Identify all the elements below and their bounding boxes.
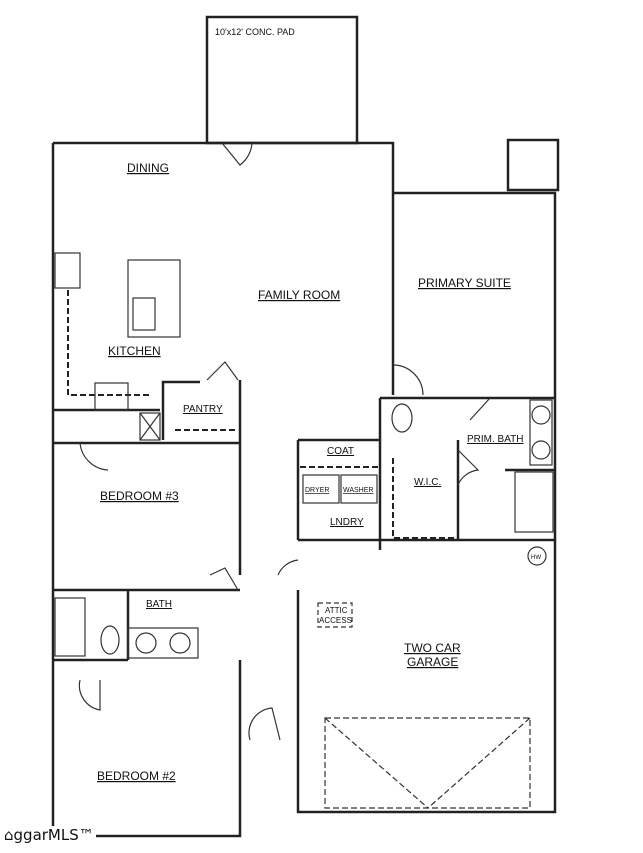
watermark-logo: ⌂ggarMLS™ — [2, 826, 96, 844]
bedroom2-label: BEDROOM #2 — [97, 769, 176, 783]
doors — [78, 142, 491, 741]
attic-label-2: ACCESS — [319, 616, 352, 625]
kitchen-label: KITCHEN — [108, 344, 161, 358]
bath-label: BATH — [146, 599, 172, 610]
washer-label: WASHER — [343, 487, 373, 494]
wic-label: W.I.C. — [414, 477, 441, 488]
walls — [51, 141, 557, 838]
garage-label-1: TWO CAR — [404, 641, 461, 655]
prim-bath-label: PRIM. BATH — [467, 434, 523, 445]
dryer-label: DRYER — [305, 487, 329, 494]
bedroom3-label: BEDROOM #3 — [100, 489, 179, 503]
coat-label: COAT — [327, 446, 354, 457]
pad-label: 10'x12' CONC. PAD — [215, 27, 295, 37]
water-heater-label: HW — [531, 555, 541, 561]
primary-suite-label: PRIMARY SUITE — [418, 276, 511, 290]
fixtures — [54, 252, 554, 809]
laundry-label: LNDRY — [330, 517, 364, 528]
pantry-label: PANTRY — [183, 404, 223, 415]
watermark-text: ggarMLS™ — [13, 826, 94, 844]
attic-label-1: ATTIC — [325, 606, 348, 615]
dining-label: DINING — [127, 161, 169, 175]
house-icon: ⌂ — [4, 826, 14, 844]
family-room-label: FAMILY ROOM — [258, 288, 340, 302]
hvac-pad — [506, 138, 560, 192]
garage-label-2: GARAGE — [407, 655, 458, 669]
